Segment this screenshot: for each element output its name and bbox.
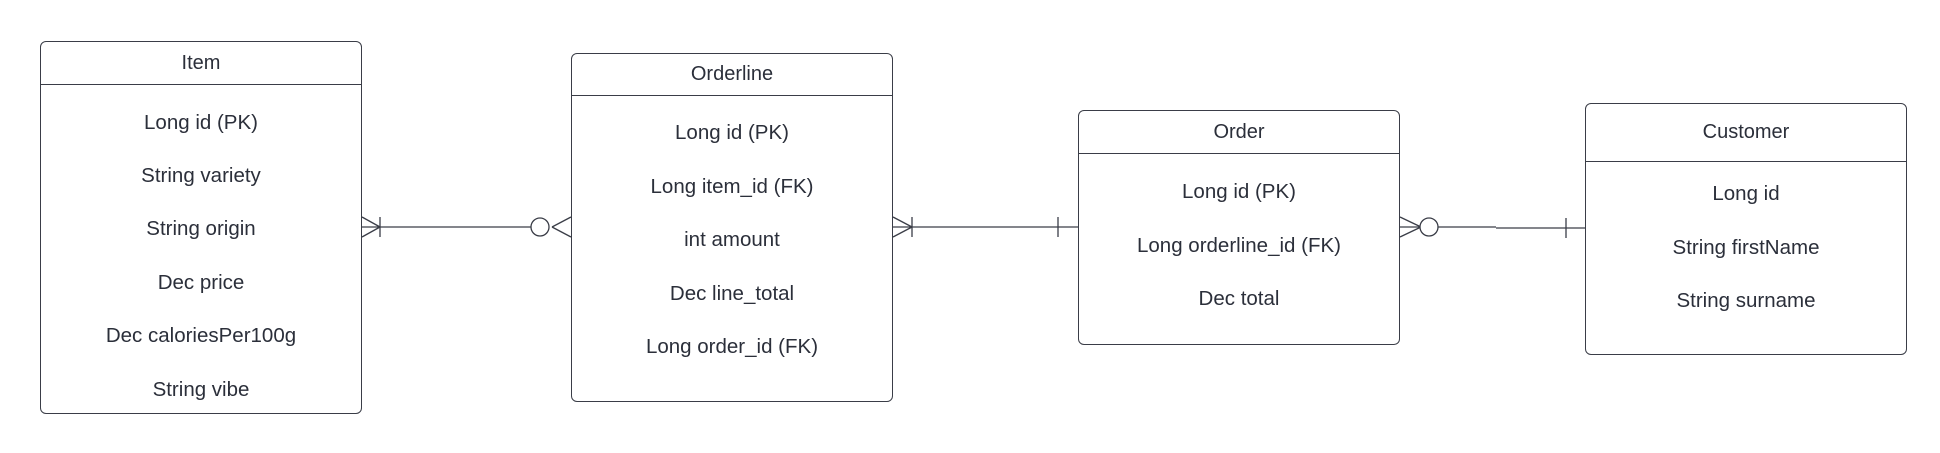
attribute-row: String vibe xyxy=(152,378,250,401)
crows-foot-prong xyxy=(1399,226,1422,238)
attribute-row: String surname xyxy=(1676,289,1816,312)
attribute-row: Long orderline_id (FK) xyxy=(1137,234,1341,257)
relationship-order-customer[interactable] xyxy=(1399,216,1585,238)
crows-foot-prong xyxy=(551,226,572,238)
attribute-row: Dec line_total xyxy=(669,282,795,305)
attribute-row: String origin xyxy=(146,217,256,240)
entity-item[interactable]: Item Long id (PK) String variety String … xyxy=(40,41,362,414)
zero-circle xyxy=(1419,217,1439,237)
relationship-item-orderline[interactable] xyxy=(361,216,572,238)
relationship-orderline-order[interactable] xyxy=(892,216,1078,238)
attribute-row: Dec total xyxy=(1198,287,1280,310)
crows-foot-prong xyxy=(892,216,913,228)
attribute-row: Long item_id (FK) xyxy=(650,175,814,198)
attribute-row: String firstName xyxy=(1672,236,1820,259)
attribute-row: Dec price xyxy=(157,271,245,294)
entity-title: Orderline xyxy=(572,54,892,96)
crows-foot-prong xyxy=(551,216,572,228)
attribute-row: String variety xyxy=(141,164,261,187)
attribute-row: Long order_id (FK) xyxy=(645,335,819,358)
crows-foot-prong xyxy=(1399,216,1422,228)
crows-foot-prong xyxy=(361,216,381,228)
entity-title: Customer xyxy=(1586,104,1906,162)
entity-customer[interactable]: Customer Long id String firstName String… xyxy=(1585,103,1907,355)
attribute-row: Dec caloriesPer100g xyxy=(105,324,297,347)
entity-orderline[interactable]: Orderline Long id (PK) Long item_id (FK)… xyxy=(571,53,893,402)
entity-title: Item xyxy=(41,42,361,85)
entity-title: Order xyxy=(1079,111,1399,154)
crows-foot-prong xyxy=(361,226,381,238)
attribute-row: Long id (PK) xyxy=(1182,180,1296,203)
zero-circle xyxy=(530,217,550,237)
attribute-row: Long id xyxy=(1712,182,1780,205)
attribute-row: int amount xyxy=(684,228,780,251)
entity-order[interactable]: Order Long id (PK) Long orderline_id (FK… xyxy=(1078,110,1400,345)
attribute-row: Long id (PK) xyxy=(675,121,789,144)
attribute-row: Long id (PK) xyxy=(144,111,258,134)
crows-foot-prong xyxy=(892,226,913,238)
